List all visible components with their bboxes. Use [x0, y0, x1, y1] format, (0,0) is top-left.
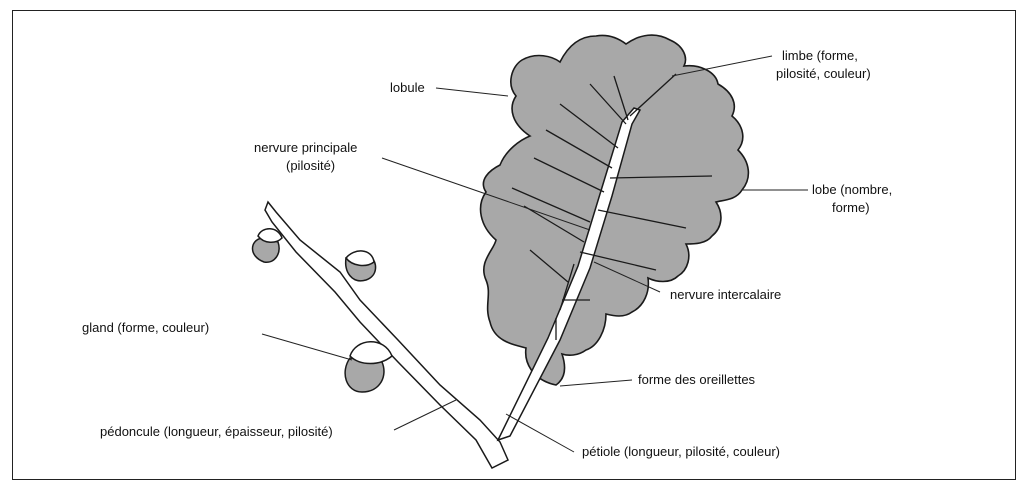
label-nervure-intercalaire: nervure intercalaire [670, 287, 781, 302]
acorn-top [253, 229, 283, 263]
label-nervure-principale-2: (pilosité) [286, 158, 335, 173]
label-limbe-2: pilosité, couleur) [776, 66, 871, 81]
leaf-blade [481, 35, 749, 385]
acorn-middle [346, 251, 376, 281]
label-limbe-1: limbe (forme, [782, 48, 858, 63]
label-gland: gland (forme, couleur) [82, 320, 209, 335]
label-lobule: lobule [390, 80, 425, 95]
label-nervure-principale-1: nervure principale [254, 140, 357, 155]
acorn-bottom [345, 342, 392, 392]
label-petiole: pétiole (longueur, pilosité, couleur) [582, 444, 780, 459]
label-lobe-1: lobe (nombre, [812, 182, 892, 197]
label-pedoncule: pédoncule (longueur, épaisseur, pilosité… [100, 424, 333, 439]
label-forme-oreillettes: forme des oreillettes [638, 372, 756, 387]
label-lobe-2: forme) [832, 200, 870, 215]
